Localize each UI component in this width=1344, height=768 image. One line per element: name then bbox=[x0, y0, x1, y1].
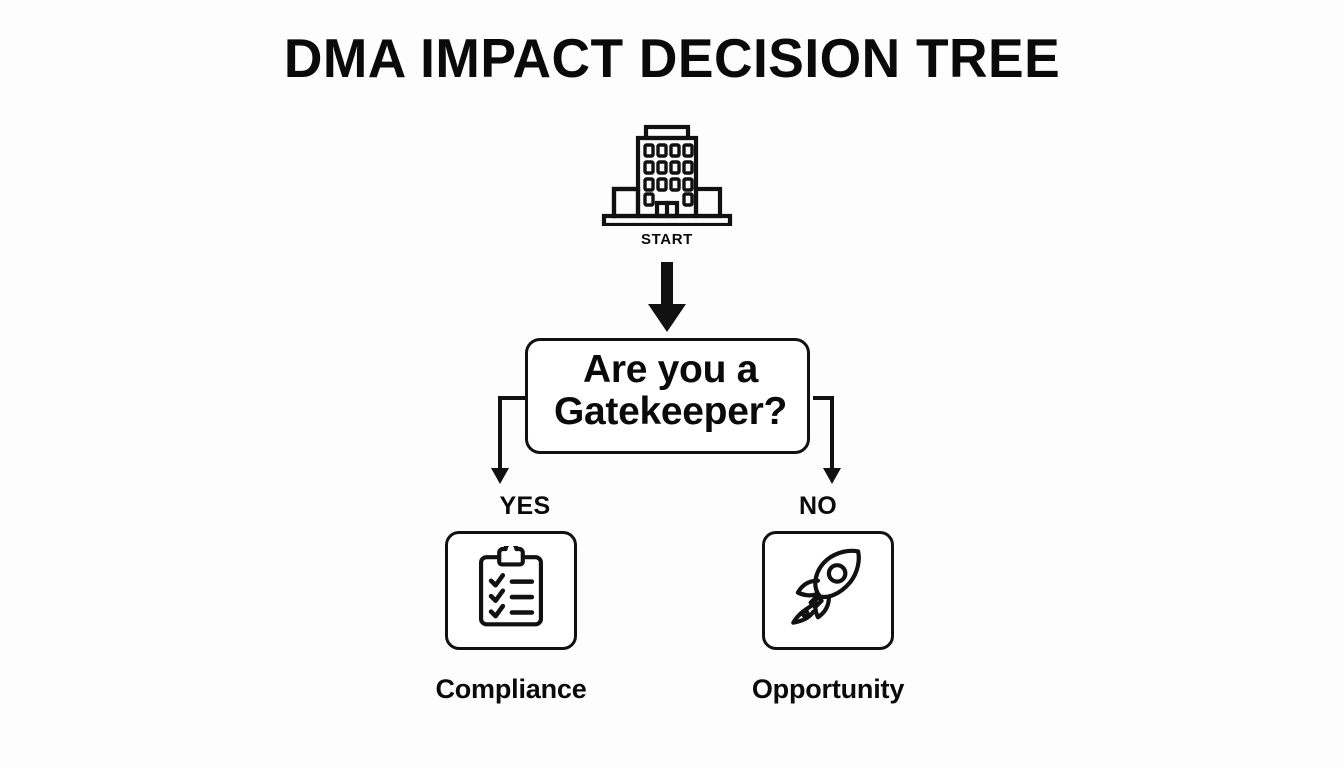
outcome-caption-compliance: Compliance bbox=[435, 674, 587, 704]
rocket-icon bbox=[786, 546, 870, 635]
start-node: START bbox=[598, 120, 736, 248]
branch-connector-yes bbox=[491, 396, 527, 484]
down-arrow-icon bbox=[645, 262, 689, 334]
branch-connector-no bbox=[813, 396, 841, 484]
outcome-icon-box-compliance bbox=[445, 531, 577, 650]
branch-label-yes: YES bbox=[499, 492, 551, 520]
branch-label-no: NO bbox=[798, 492, 838, 520]
branch-connectors bbox=[470, 380, 890, 495]
decision-question-line-2: Gatekeeper? bbox=[554, 390, 787, 434]
clipboard-checklist-icon bbox=[472, 541, 550, 635]
outcome-node-compliance: Compliance bbox=[406, 531, 616, 705]
decision-question-box: Are you a Gatekeeper? bbox=[525, 338, 810, 454]
outcome-caption-opportunity: Opportunity bbox=[751, 674, 905, 704]
page-title: DMA IMPACT DECISION TREE bbox=[283, 27, 1061, 89]
outcome-node-opportunity: Opportunity bbox=[723, 531, 933, 705]
office-building-icon bbox=[598, 120, 736, 228]
start-label: START bbox=[641, 231, 693, 248]
decision-question-text: Are you a Gatekeeper? bbox=[508, 348, 833, 434]
outcome-icon-box-opportunity bbox=[762, 531, 894, 650]
decision-question-line-1: Are you a bbox=[582, 348, 759, 391]
